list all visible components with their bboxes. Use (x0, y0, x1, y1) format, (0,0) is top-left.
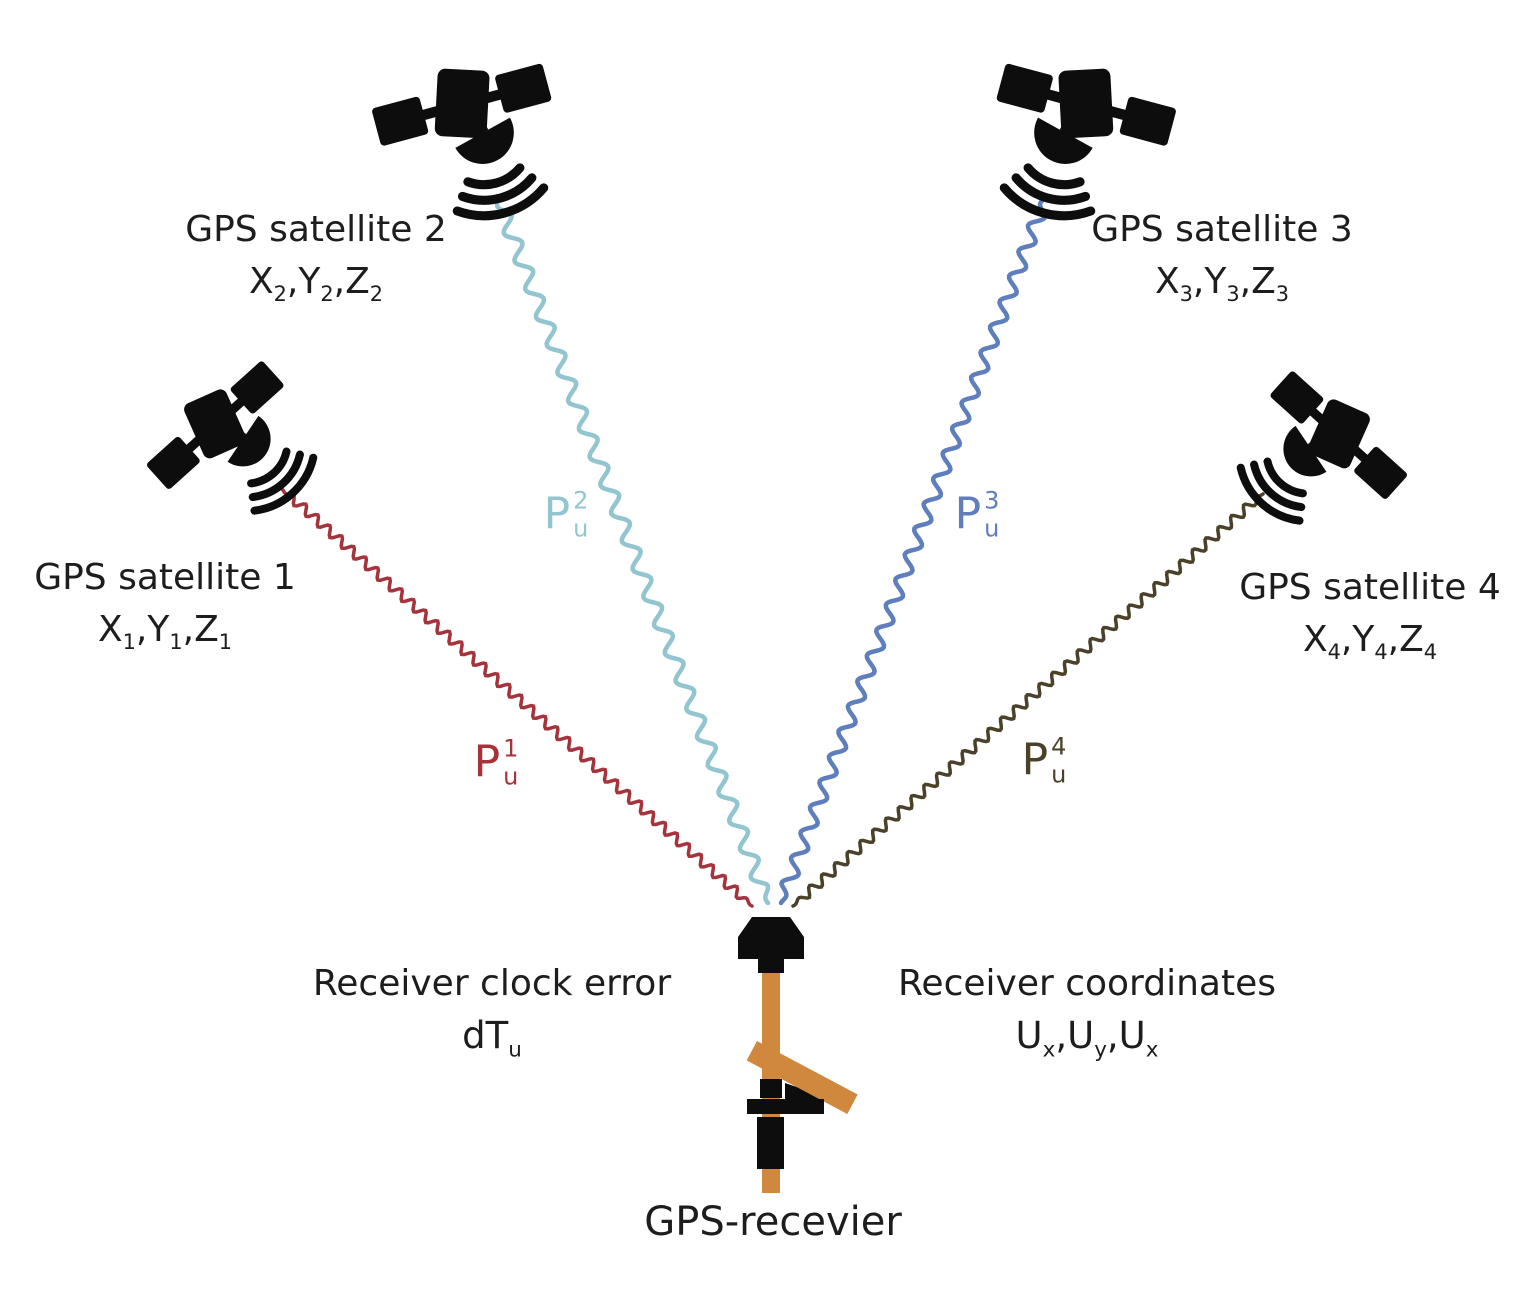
satellite-4-icon (1212, 356, 1421, 564)
signal-path-3 (778, 193, 1049, 906)
satellite-3-coordinates: X3,Y3,Z3 (1154, 261, 1290, 307)
receiver-clock-error-block: Receiver clock error dTu (313, 958, 671, 1062)
receiver-clock-error-value: dTu (462, 1014, 522, 1063)
receiver-coordinates-value: Ux,Uy,Ux (1015, 1014, 1159, 1063)
satellite-1-coordinates: X1,Y1,Z1 (97, 609, 233, 655)
satellite-1-label-block: GPS satellite 1 X1,Y1,Z1 (34, 552, 296, 656)
receiver-coordinates-block: Receiver coordinates Ux,Uy,Ux (898, 958, 1276, 1062)
satellite-2-coordinates: X2,Y2,Z2 (248, 261, 384, 307)
satellite-4-label: GPS satellite 4 (1239, 567, 1501, 608)
receiver-arm (746, 1041, 858, 1114)
satellite-3-label: GPS satellite 3 (1091, 209, 1353, 250)
signal-path-1 (280, 487, 754, 908)
receiver-antenna-neck (758, 959, 784, 973)
signal-path-2 (494, 193, 771, 906)
gps-receiver-graphic (738, 917, 858, 1193)
receiver-cross-bar (747, 1099, 824, 1114)
satellite-1-label: GPS satellite 1 (34, 557, 296, 598)
signal-path-4 (791, 492, 1265, 908)
receiver-clamp-block (760, 1079, 782, 1098)
satellite-4-label-block: GPS satellite 4 X4,Y4,Z4 (1239, 562, 1501, 666)
satellite-1-icon (133, 346, 342, 554)
receiver-clock-error-label: Receiver clock error (312, 963, 672, 1004)
receiver-controller-box (757, 1117, 784, 1169)
satellite-2-label: GPS satellite 2 (185, 209, 447, 250)
receiver-antenna-head (738, 917, 804, 959)
satellite-4-coordinates: X4,Y4,Z4 (1302, 619, 1438, 665)
satellite-3-label-block: GPS satellite 3 X3,Y3,Z3 (1091, 204, 1353, 308)
satellite-2-label-block: GPS satellite 2 X2,Y2,Z2 (185, 204, 447, 308)
receiver-coordinates-label: Receiver coordinates (898, 963, 1276, 1004)
receiver-caption: GPS-recevier (644, 1199, 902, 1245)
